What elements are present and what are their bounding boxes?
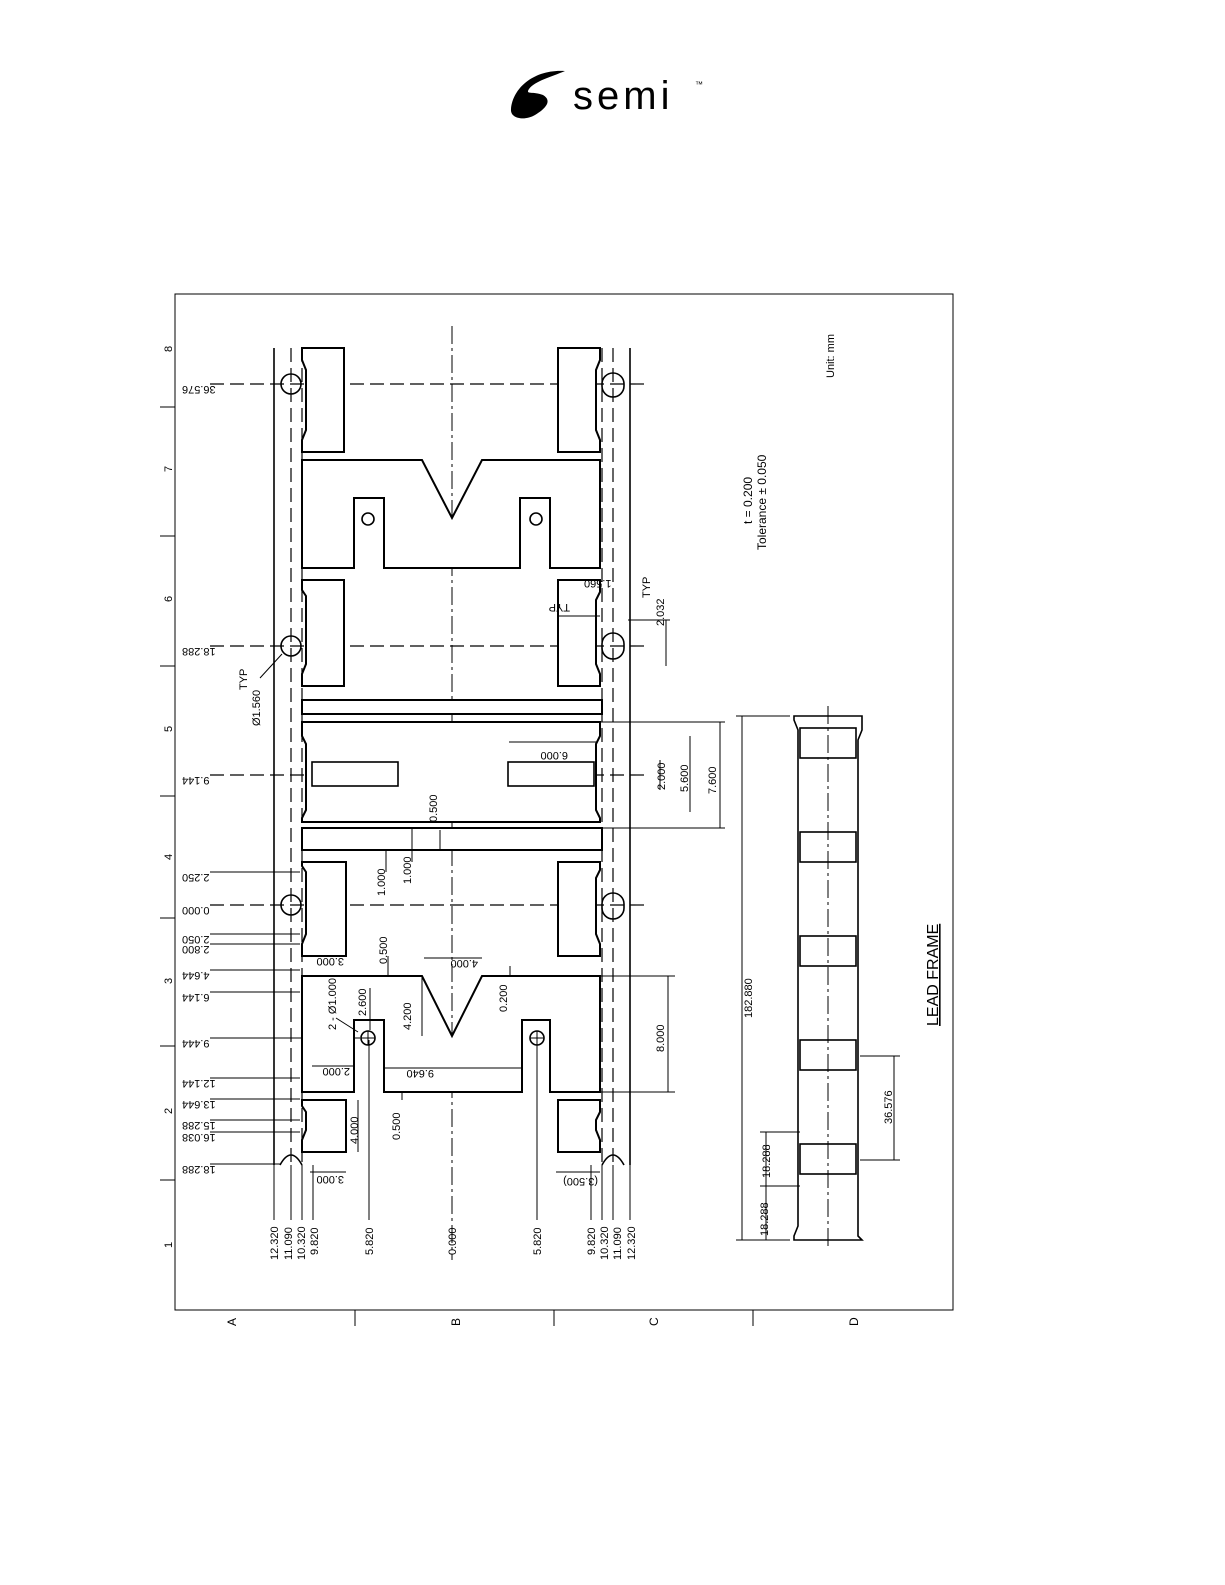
dim-0500a: 0.500 [428, 794, 440, 822]
semi-logo: semi ™ [510, 70, 703, 119]
dim-18288-b: 18.288 [761, 1144, 773, 1178]
dim-4000a: 4.000 [450, 957, 478, 969]
dim-182880: 182.880 [743, 978, 755, 1018]
logo-brand-text: semi [573, 74, 673, 118]
dim-3500: (3.500) [563, 1175, 598, 1187]
unit-note: Unit: mm [825, 334, 837, 378]
dim-4644: 4.644 [182, 969, 210, 981]
dim-2000a: 2.000 [656, 762, 668, 790]
row-label-4: 4 [163, 854, 175, 860]
dim-x-10320-r: 10.320 [599, 1226, 611, 1260]
dim-9144: 9.144 [182, 774, 210, 786]
row-label-2: 2 [163, 1108, 175, 1114]
row-label-7: 7 [163, 466, 175, 472]
tolerance-note: Tolerance ± 0.050 [755, 454, 769, 550]
dim-6144: 6.144 [182, 991, 210, 1003]
drawing-title: LEAD FRAME [925, 924, 942, 1026]
dim-0500c: 0.500 [391, 1112, 403, 1140]
row-label-8: 8 [163, 346, 175, 352]
dim-x-9820-r: 9.820 [586, 1227, 598, 1255]
dim-12144: 12.144 [182, 1077, 216, 1089]
row-label-3: 3 [163, 978, 175, 984]
dim-3000a: 3.000 [316, 955, 344, 967]
dim-18288-top: 18.288 [182, 645, 216, 657]
dim-1000a: 1.000 [376, 868, 388, 896]
strip-unit [799, 727, 857, 1175]
row-label-6: 6 [163, 596, 175, 602]
row-labels: 8 7 6 5 4 3 2 1 [163, 346, 175, 1248]
col-label-C: C [647, 1317, 661, 1326]
col-ticks [354, 1310, 754, 1326]
dim-x-11090-r: 11.090 [612, 1227, 624, 1260]
dim-18288-bottom: 18.288 [182, 1163, 216, 1175]
dim-7600: 7.600 [707, 766, 719, 794]
dim-1000b: 1.000 [402, 856, 414, 884]
dim-x-12320-l: 12.320 [269, 1226, 281, 1260]
frame-parts [279, 347, 625, 1166]
dim-2000b: 2.000 [322, 1065, 350, 1077]
lead-frame-strip [736, 706, 900, 1250]
label-slot-h: 2.032 [655, 598, 667, 626]
dimension-lines [259, 615, 725, 1173]
dim-x-11090-l: 11.090 [283, 1227, 295, 1260]
dim-5600: 5.600 [679, 764, 691, 792]
dim-16038: 16.038 [182, 1131, 216, 1143]
dim-0000: 0.000 [182, 904, 210, 916]
col-label-A: A [225, 1318, 239, 1326]
dim-2050: 2.050 [182, 933, 210, 945]
dim-2600: 2.600 [357, 988, 369, 1016]
dim-x-12320-r: 12.320 [626, 1226, 638, 1260]
col-label-D: D [847, 1317, 861, 1326]
dim-36576-strip: 36.576 [883, 1090, 895, 1124]
inner-dims: TYP Ø1.560 TYP 1.560 TYP 2.032 6.000 2.0… [238, 577, 719, 1187]
dim-0500b: 0.500 [378, 936, 390, 964]
dim-3000b: 3.000 [316, 1173, 344, 1185]
dim-4200: 4.200 [402, 1002, 414, 1030]
bottom-dims: 12.320 11.090 10.320 9.820 5.820 0.000 5… [269, 1040, 638, 1260]
dim-9640: 9.640 [406, 1067, 434, 1079]
col-labels: A B C D [225, 1317, 861, 1326]
dim-x-5820-l: 5.820 [364, 1227, 376, 1255]
dim-2800: 2.800 [182, 943, 210, 955]
dim-4000b: 4.000 [349, 1116, 361, 1144]
row-label-5: 5 [163, 726, 175, 732]
dim-36576: 36.576 [182, 383, 216, 395]
dim-x-10320-l: 10.320 [296, 1226, 308, 1260]
label-typ-hole: TYP [238, 669, 250, 690]
drawing-border [174, 293, 954, 1311]
row-label-1: 1 [163, 1242, 175, 1248]
dim-15288: 15.288 [182, 1119, 216, 1131]
dim-6000: 6.000 [540, 749, 568, 761]
dim-13644: 13.644 [182, 1098, 216, 1110]
dim-x-0000: 0.000 [447, 1227, 459, 1255]
dim-x-5820-r: 5.820 [532, 1227, 544, 1255]
dim-18288-a: 18.288 [759, 1202, 771, 1236]
dim-2250: 2.250 [182, 871, 210, 883]
dim-x-9820-l: 9.820 [309, 1227, 321, 1255]
dim-8000: 8.000 [655, 1024, 667, 1052]
semi-swoosh-icon [510, 70, 565, 119]
right-side-dims: 36.576 18.288 9.144 2.250 0.000 2.050 2.… [182, 383, 216, 1175]
col-label-B: B [449, 1318, 463, 1326]
label-hole-dia: Ø1.560 [251, 690, 263, 726]
drawing-notes: Unit: mm t = 0.200 Tolerance ± 0.050 LEA… [741, 334, 942, 1026]
dim-0200: 0.200 [498, 984, 510, 1012]
thickness-note: t = 0.200 [741, 477, 755, 524]
dim-9444: 9.444 [182, 1037, 210, 1049]
row-ticks [160, 406, 175, 1181]
label-slot-w: 1.560 [584, 577, 612, 589]
label-slot-typ: TYP [641, 577, 653, 598]
dim-2hole: 2 - Ø1.000 [327, 978, 339, 1030]
pilot-holes [280, 372, 625, 920]
strip-dims: 182.880 18.288 18.288 36.576 [743, 978, 895, 1236]
label-typ-slot-top: TYP [549, 601, 570, 613]
logo-tm: ™ [695, 80, 703, 89]
